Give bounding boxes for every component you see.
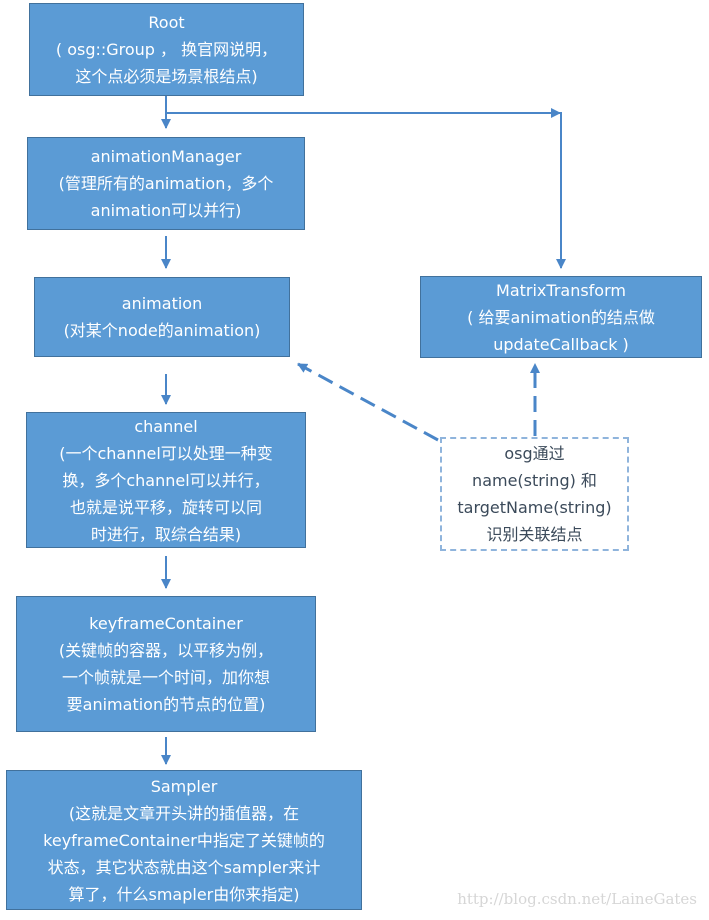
animation-desc: (对某个node的animation) <box>63 321 261 340</box>
matrix-transform-title: MatrixTransform <box>496 280 626 300</box>
sampler-desc-line1: (这就是文章开头讲的插值器，在 <box>68 803 300 823</box>
animation-manager-desc-line1: (管理所有的animation，多个 <box>58 174 274 193</box>
root-node-title: Root <box>148 13 185 32</box>
matrix-transform-desc-line1: ( 给要animation的结点做 <box>467 307 655 327</box>
sampler-node: Sampler (这就是文章开头讲的插值器，在 keyframeContaine… <box>6 770 362 910</box>
dashed-arrow-note-to-animation <box>297 362 439 442</box>
sampler-desc-line4: 算了，什么smapler由你来指定) <box>68 884 300 904</box>
keyframe-container-node: keyframeContainer (关键帧的容器，以平移为例， 一个帧就是一个… <box>16 596 316 732</box>
arrow-root-to-matrix-transform <box>166 112 566 269</box>
sampler-title: Sampler <box>150 776 218 796</box>
channel-title: channel <box>134 416 198 436</box>
osg-note-line4: 识别关联结点 <box>486 525 583 544</box>
root-node: Root ( osg::Group ， 换官网说明， 这个点必须是场景根结点) <box>29 3 304 96</box>
keyframe-container-desc-line1: (关键帧的容器，以平移为例， <box>58 641 274 660</box>
animation-title: animation <box>121 294 203 313</box>
animation-node: animation (对某个node的animation) <box>34 277 290 357</box>
keyframe-container-desc-line3: 要animation的节点的位置) <box>66 695 266 714</box>
channel-desc-line1: (一个channel可以处理一种变 <box>59 443 273 463</box>
sampler-desc-line2: keyframeContainer中指定了关键帧的 <box>43 830 325 850</box>
osg-note-line1: osg通过 <box>504 444 565 463</box>
root-node-desc-line2: 这个点必须是场景根结点) <box>75 67 258 86</box>
osg-note: osg通过 name(string) 和 targetName(string) … <box>440 437 629 551</box>
animation-manager-desc-line2: animation可以并行) <box>90 201 242 220</box>
animation-manager-title: animationManager <box>90 147 242 166</box>
watermark: http://blog.csdn.net/LaineGates <box>457 890 697 908</box>
channel-desc-line4: 时进行，取综合结果) <box>90 524 242 544</box>
osg-note-line3: targetName(string) <box>457 498 612 517</box>
osg-note-line2: name(string) 和 <box>472 471 597 490</box>
keyframe-container-desc-line2: 一个帧就是一个时间，加你想 <box>61 668 270 687</box>
matrix-transform-node: MatrixTransform ( 给要animation的结点做 update… <box>420 276 702 358</box>
matrix-transform-desc-line2: updateCallback ) <box>493 334 629 354</box>
animation-manager-node: animationManager (管理所有的animation，多个 anim… <box>27 137 305 230</box>
channel-node: channel (一个channel可以处理一种变 换，多个channel可以并… <box>26 412 306 548</box>
root-node-desc-line1: ( osg::Group ， 换官网说明， <box>55 40 278 59</box>
channel-desc-line3: 也就是说平移，旋转可以同 <box>69 497 262 517</box>
sampler-desc-line3: 状态，其它状态就由这个sampler来计 <box>47 857 321 877</box>
channel-desc-line2: 换，多个channel可以并行， <box>62 470 270 490</box>
keyframe-container-title: keyframeContainer <box>89 614 243 633</box>
